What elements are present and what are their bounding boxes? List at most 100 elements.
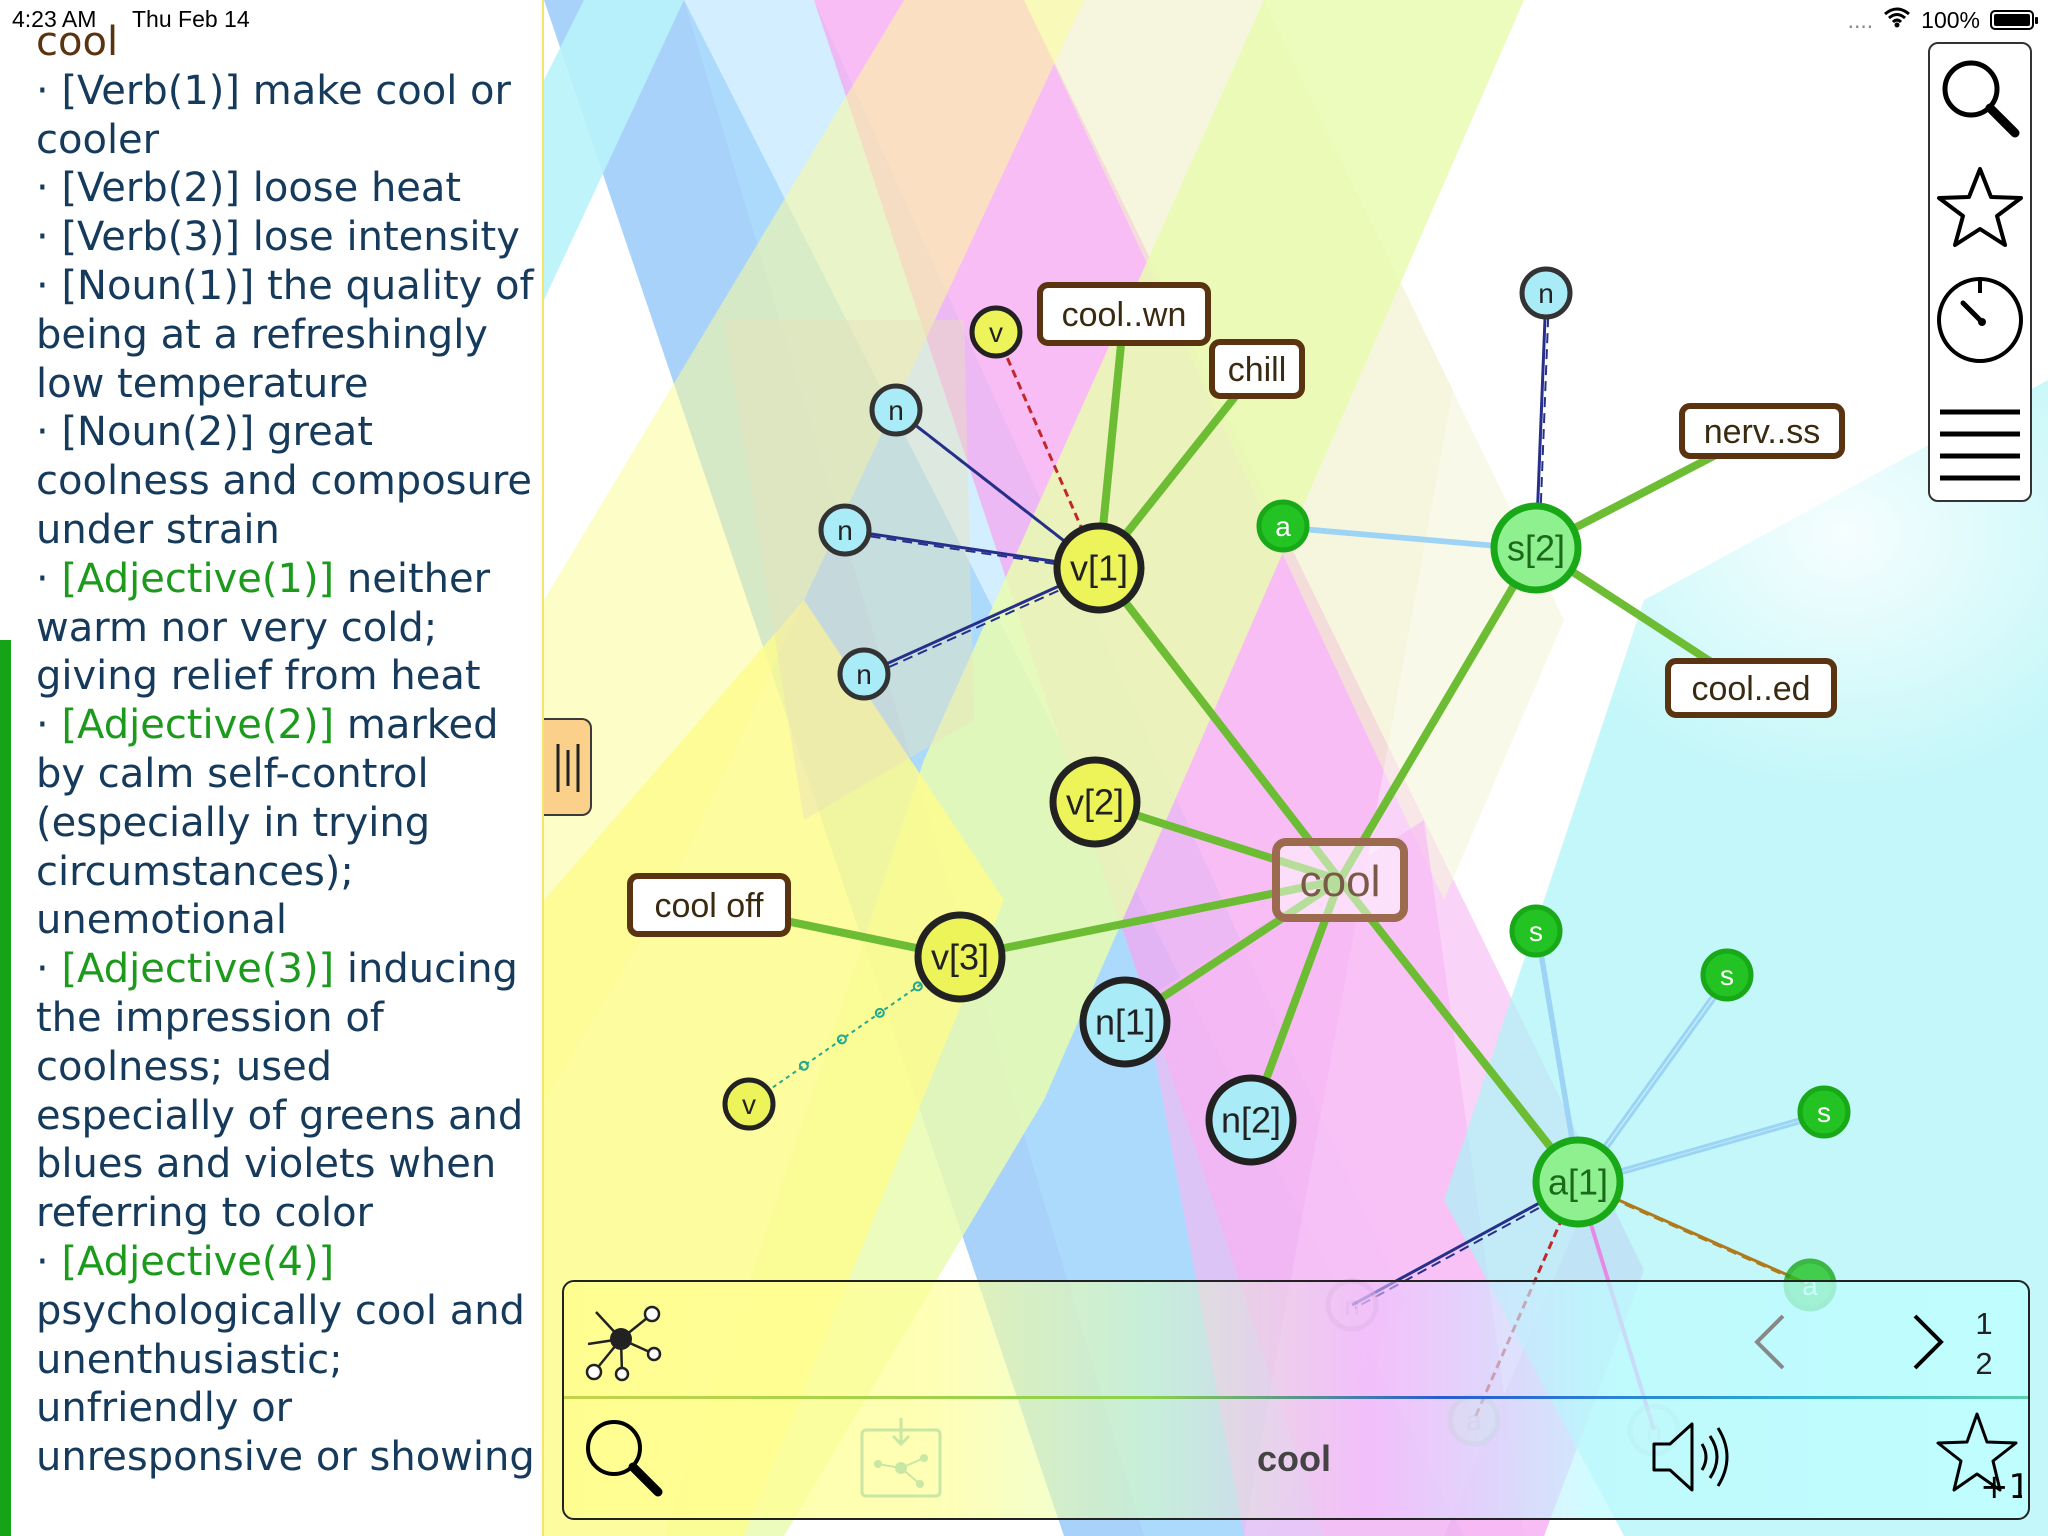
pronounce-button[interactable] xyxy=(1646,1412,1736,1502)
definition-text: cool · [Verb(1)] make cool or cooler· [V… xyxy=(36,18,536,1482)
sense-part-of-speech: [Adjective(3)] xyxy=(61,946,335,993)
node-circle xyxy=(1205,1074,1297,1166)
favorites-button[interactable] xyxy=(1930,158,2030,258)
node-circle xyxy=(1509,904,1563,958)
node-circle xyxy=(1490,502,1582,594)
search-button[interactable] xyxy=(1930,48,2030,148)
add-favorite-button[interactable]: +1 xyxy=(1932,1408,2022,1504)
node-box xyxy=(1037,282,1211,346)
node-circle xyxy=(1049,756,1141,848)
graph-node-sn_top[interactable]: n xyxy=(1519,266,1573,320)
graph-node-sa1[interactable]: a xyxy=(1256,499,1310,553)
star-plus-icon: +1 xyxy=(1936,1412,2022,1504)
definition-sense: · [Adjective(4)] psychologically cool an… xyxy=(36,1238,536,1482)
next-page-button[interactable] xyxy=(1894,1302,1964,1382)
graph-node-s2[interactable]: s[2] xyxy=(1490,502,1582,594)
graph-node-ss1[interactable]: s xyxy=(1509,904,1563,958)
node-label: cool..wn xyxy=(1062,296,1187,334)
timer-icon xyxy=(1937,277,2023,363)
sense-part-of-speech: [Adjective(4)] xyxy=(61,1238,335,1285)
graph-node-sv1[interactable]: v xyxy=(969,305,1023,359)
graph-node-v1[interactable]: v[1] xyxy=(1053,522,1145,614)
definition-sense: · [Noun(1)] the quality of being at a re… xyxy=(36,262,536,408)
node-circle xyxy=(1519,266,1573,320)
edge-v3-sv2-dot xyxy=(912,981,923,992)
graph-node-sn1[interactable]: n xyxy=(869,383,923,437)
graph-node-sv2[interactable]: v xyxy=(722,1077,776,1131)
node-label: s[2] xyxy=(1507,528,1565,569)
sense-part-of-speech: [Verb(2)] xyxy=(61,165,241,212)
edge-v3-sv2-dot xyxy=(874,1007,885,1018)
sense-definition: great coolness and composure under strai… xyxy=(36,409,533,553)
edge-v1-sn3-dash xyxy=(866,570,1103,678)
node-circle xyxy=(869,383,923,437)
graph-node-cooled[interactable]: cool..ed xyxy=(1665,658,1837,718)
sense-bullet: · xyxy=(36,165,62,212)
sense-definition: inducing the impression of coolness; use… xyxy=(36,946,524,1237)
sense-part-of-speech: [Noun(2)] xyxy=(61,409,255,456)
definition-word: cool xyxy=(36,19,119,65)
graph-node-a1[interactable]: a[1] xyxy=(1532,1136,1624,1228)
current-word: cool xyxy=(1256,1438,1331,1479)
sense-bullet: · xyxy=(36,409,62,456)
graph-node-ss3[interactable]: s xyxy=(1797,1085,1851,1139)
node-circle xyxy=(818,503,872,557)
graph-node-v3[interactable]: v[3] xyxy=(914,911,1006,1003)
edge-s2-sn_top-dash xyxy=(1538,295,1550,552)
graph-nodes: cool v[1] v[2] v[3] n[1] n[2] s[2] a[1] cool..wn… xyxy=(627,266,1851,1457)
node-circle xyxy=(837,647,891,701)
right-toolbar xyxy=(1928,42,2032,502)
graph-node-sn2[interactable]: n xyxy=(818,503,872,557)
node-box xyxy=(627,873,791,937)
graph-node-nervss[interactable]: nerv..ss xyxy=(1679,403,1845,459)
node-label: a xyxy=(1275,511,1291,542)
node-circle xyxy=(722,1077,776,1131)
panel-resize-handle[interactable] xyxy=(544,718,592,816)
sense-definition: loose heat xyxy=(252,165,462,212)
chevron-right-icon xyxy=(1913,1314,1944,1370)
speaker-icon xyxy=(1652,1422,1729,1492)
edge-center-v1 xyxy=(1095,565,1344,883)
node-label: n xyxy=(856,659,872,690)
bottom-search-button[interactable] xyxy=(578,1412,668,1502)
graph-node-ss2[interactable]: s xyxy=(1700,948,1754,1002)
import-graph-button[interactable] xyxy=(856,1412,946,1502)
node-label: cool off xyxy=(654,887,764,925)
history-button[interactable] xyxy=(1930,268,2030,368)
node-label: v xyxy=(742,1089,756,1120)
previous-page-button[interactable] xyxy=(1734,1302,1804,1382)
panel-divider xyxy=(564,1396,2028,1399)
sense-bullet: · xyxy=(36,946,62,993)
node-label: s xyxy=(1720,960,1734,991)
edge-v1-sn2-dash xyxy=(847,532,1103,572)
graph-node-n1[interactable]: n[1] xyxy=(1079,976,1171,1068)
graph-node-n2[interactable]: n[2] xyxy=(1205,1074,1297,1166)
node-label: v[2] xyxy=(1066,782,1124,823)
chevron-left-icon xyxy=(1754,1314,1785,1370)
node-label: cool xyxy=(1300,857,1381,906)
node-box xyxy=(1209,339,1305,399)
graph-node-chill[interactable]: chill xyxy=(1209,339,1305,399)
edge-v3-sv2-dot xyxy=(836,1034,847,1045)
menu-button[interactable] xyxy=(1930,394,2030,494)
sense-definition: the quality of being at a refreshingly l… xyxy=(36,262,534,407)
sense-definition: psychologically cool and unenthusiastic;… xyxy=(36,1287,535,1481)
edge-center-s2 xyxy=(1336,545,1540,883)
graph-node-v2[interactable]: v[2] xyxy=(1049,756,1141,848)
sense-bullet: · xyxy=(36,67,62,114)
graph-canvas[interactable]: cool v[1] v[2] v[3] n[1] n[2] s[2] a[1] cool..wn… xyxy=(544,0,2048,1536)
graph-node-cool_off[interactable]: cool off xyxy=(627,873,791,937)
menu-icon xyxy=(1940,409,2020,481)
sense-part-of-speech: [Adjective(2)] xyxy=(61,702,335,749)
sense-definition: neither warm nor very cold; giving relie… xyxy=(36,555,491,700)
node-box xyxy=(1272,838,1408,922)
graph-node-center[interactable]: cool xyxy=(1272,838,1408,922)
sense-bullet: · xyxy=(36,555,62,602)
graph-node-cool_wn[interactable]: cool..wn xyxy=(1037,282,1211,346)
graph-node-sn3[interactable]: n xyxy=(837,647,891,701)
definition-panel[interactable]: cool · [Verb(1)] make cool or cooler· [V… xyxy=(0,0,544,1536)
graph-view-button[interactable] xyxy=(576,1294,666,1384)
search-icon xyxy=(1942,60,2020,138)
node-label: nerv..ss xyxy=(1704,413,1821,451)
node-label: v xyxy=(989,317,1003,348)
